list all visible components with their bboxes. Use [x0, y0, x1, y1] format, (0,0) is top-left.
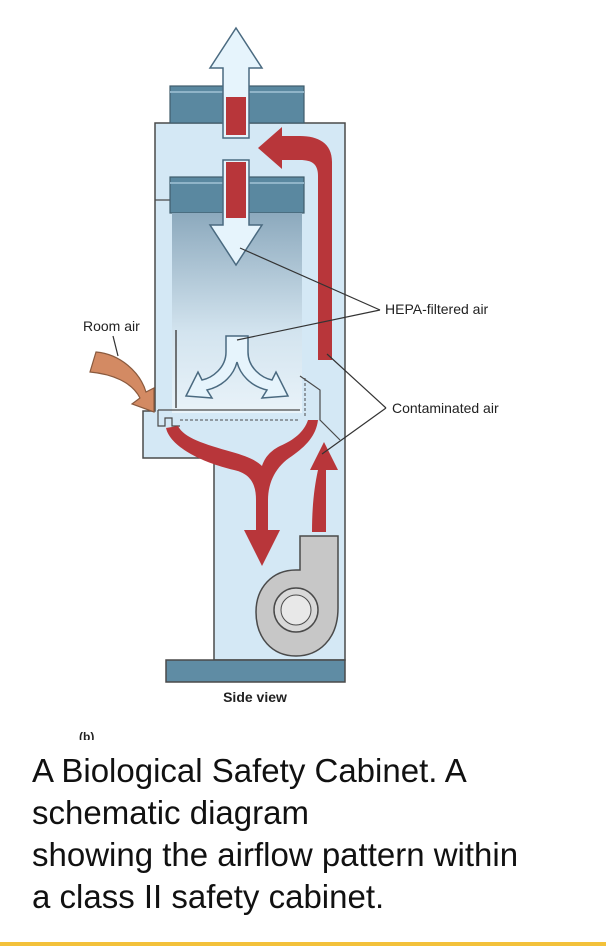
exhaust-contaminated-segment [226, 97, 246, 135]
rear-grille [299, 375, 341, 441]
caption-line-3: showing the airflow pattern within [32, 836, 519, 873]
supply-contaminated-segment [226, 162, 246, 218]
caption-line-4: a class II safety cabinet. [32, 878, 385, 915]
exhaust-arrow [208, 26, 264, 139]
bottom-accent-rule [0, 942, 606, 946]
panel-label: (b) [79, 730, 94, 740]
fan-outflow-arrow [310, 442, 338, 532]
recirculation-arrow [258, 127, 332, 360]
room-air-label: Room air [83, 318, 140, 334]
downflow-split-arrows [184, 335, 290, 399]
caption-line-2: schematic diagram [32, 794, 309, 831]
caption-line-1: A Biological Safety Cabinet. A [32, 752, 467, 789]
intake-flow-arrow [166, 420, 318, 566]
leader-lines [112, 247, 387, 455]
cabinet-base [165, 659, 346, 683]
contaminated-air-label: Contaminated air [392, 400, 499, 416]
cabinet-diagram: Room air HEPA-filtered air Contaminated … [79, 26, 499, 740]
figure-caption: A Biological Safety Cabinet. A schematic… [32, 750, 592, 918]
hepa-filtered-air-label: HEPA-filtered air [385, 301, 489, 317]
side-view-label: Side view [223, 689, 287, 705]
room-air-arrow [89, 351, 155, 413]
work-surface [157, 409, 300, 427]
